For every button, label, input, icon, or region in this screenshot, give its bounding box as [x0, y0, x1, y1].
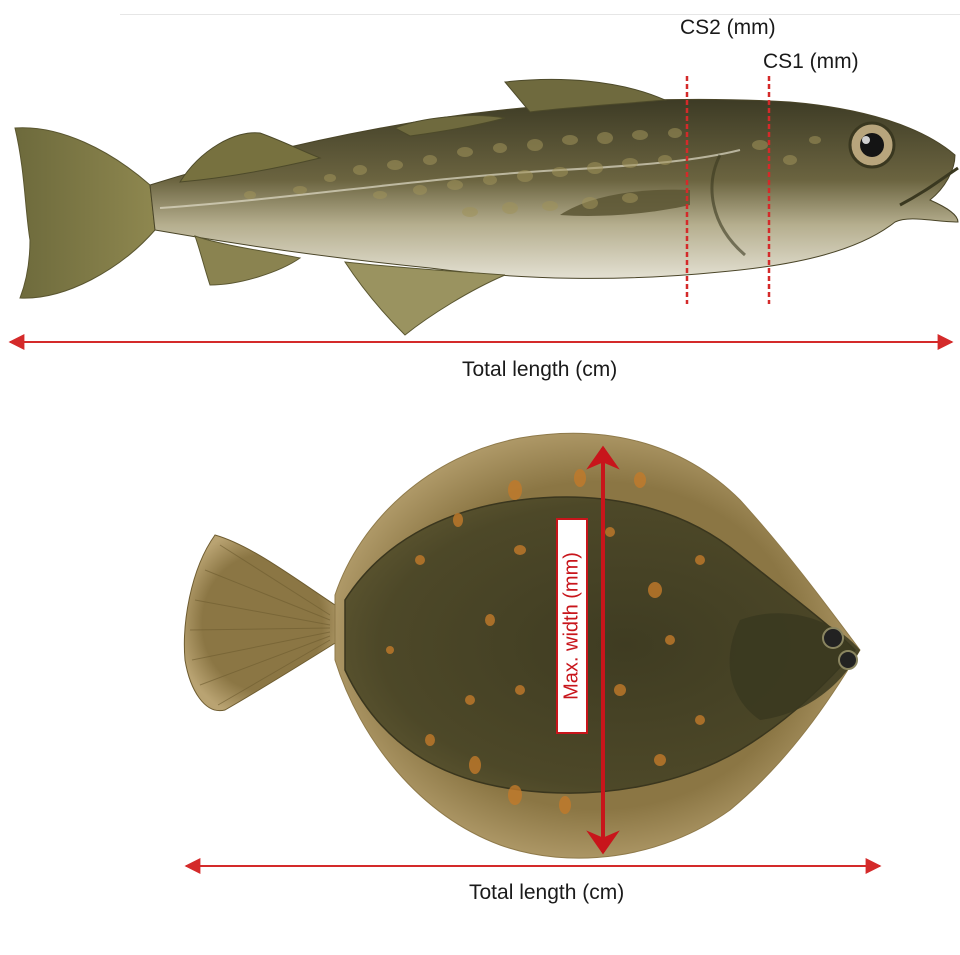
cs1-label: CS1 (mm)	[763, 50, 859, 74]
cod-anal-fin-front	[345, 262, 505, 335]
cod-tail-fin	[15, 128, 155, 298]
flounder-fish	[184, 433, 860, 858]
cod-eye	[850, 123, 894, 167]
cod-body	[150, 99, 958, 278]
cod-total-length-label: Total length (cm)	[462, 358, 617, 382]
cs2-label: CS2 (mm)	[680, 16, 776, 40]
cod-fish	[15, 79, 958, 335]
max-width-label-box: Max. width (mm)	[556, 518, 588, 734]
flounder-total-length-label: Total length (cm)	[469, 881, 624, 905]
max-width-label: Max. width (mm)	[561, 552, 584, 700]
